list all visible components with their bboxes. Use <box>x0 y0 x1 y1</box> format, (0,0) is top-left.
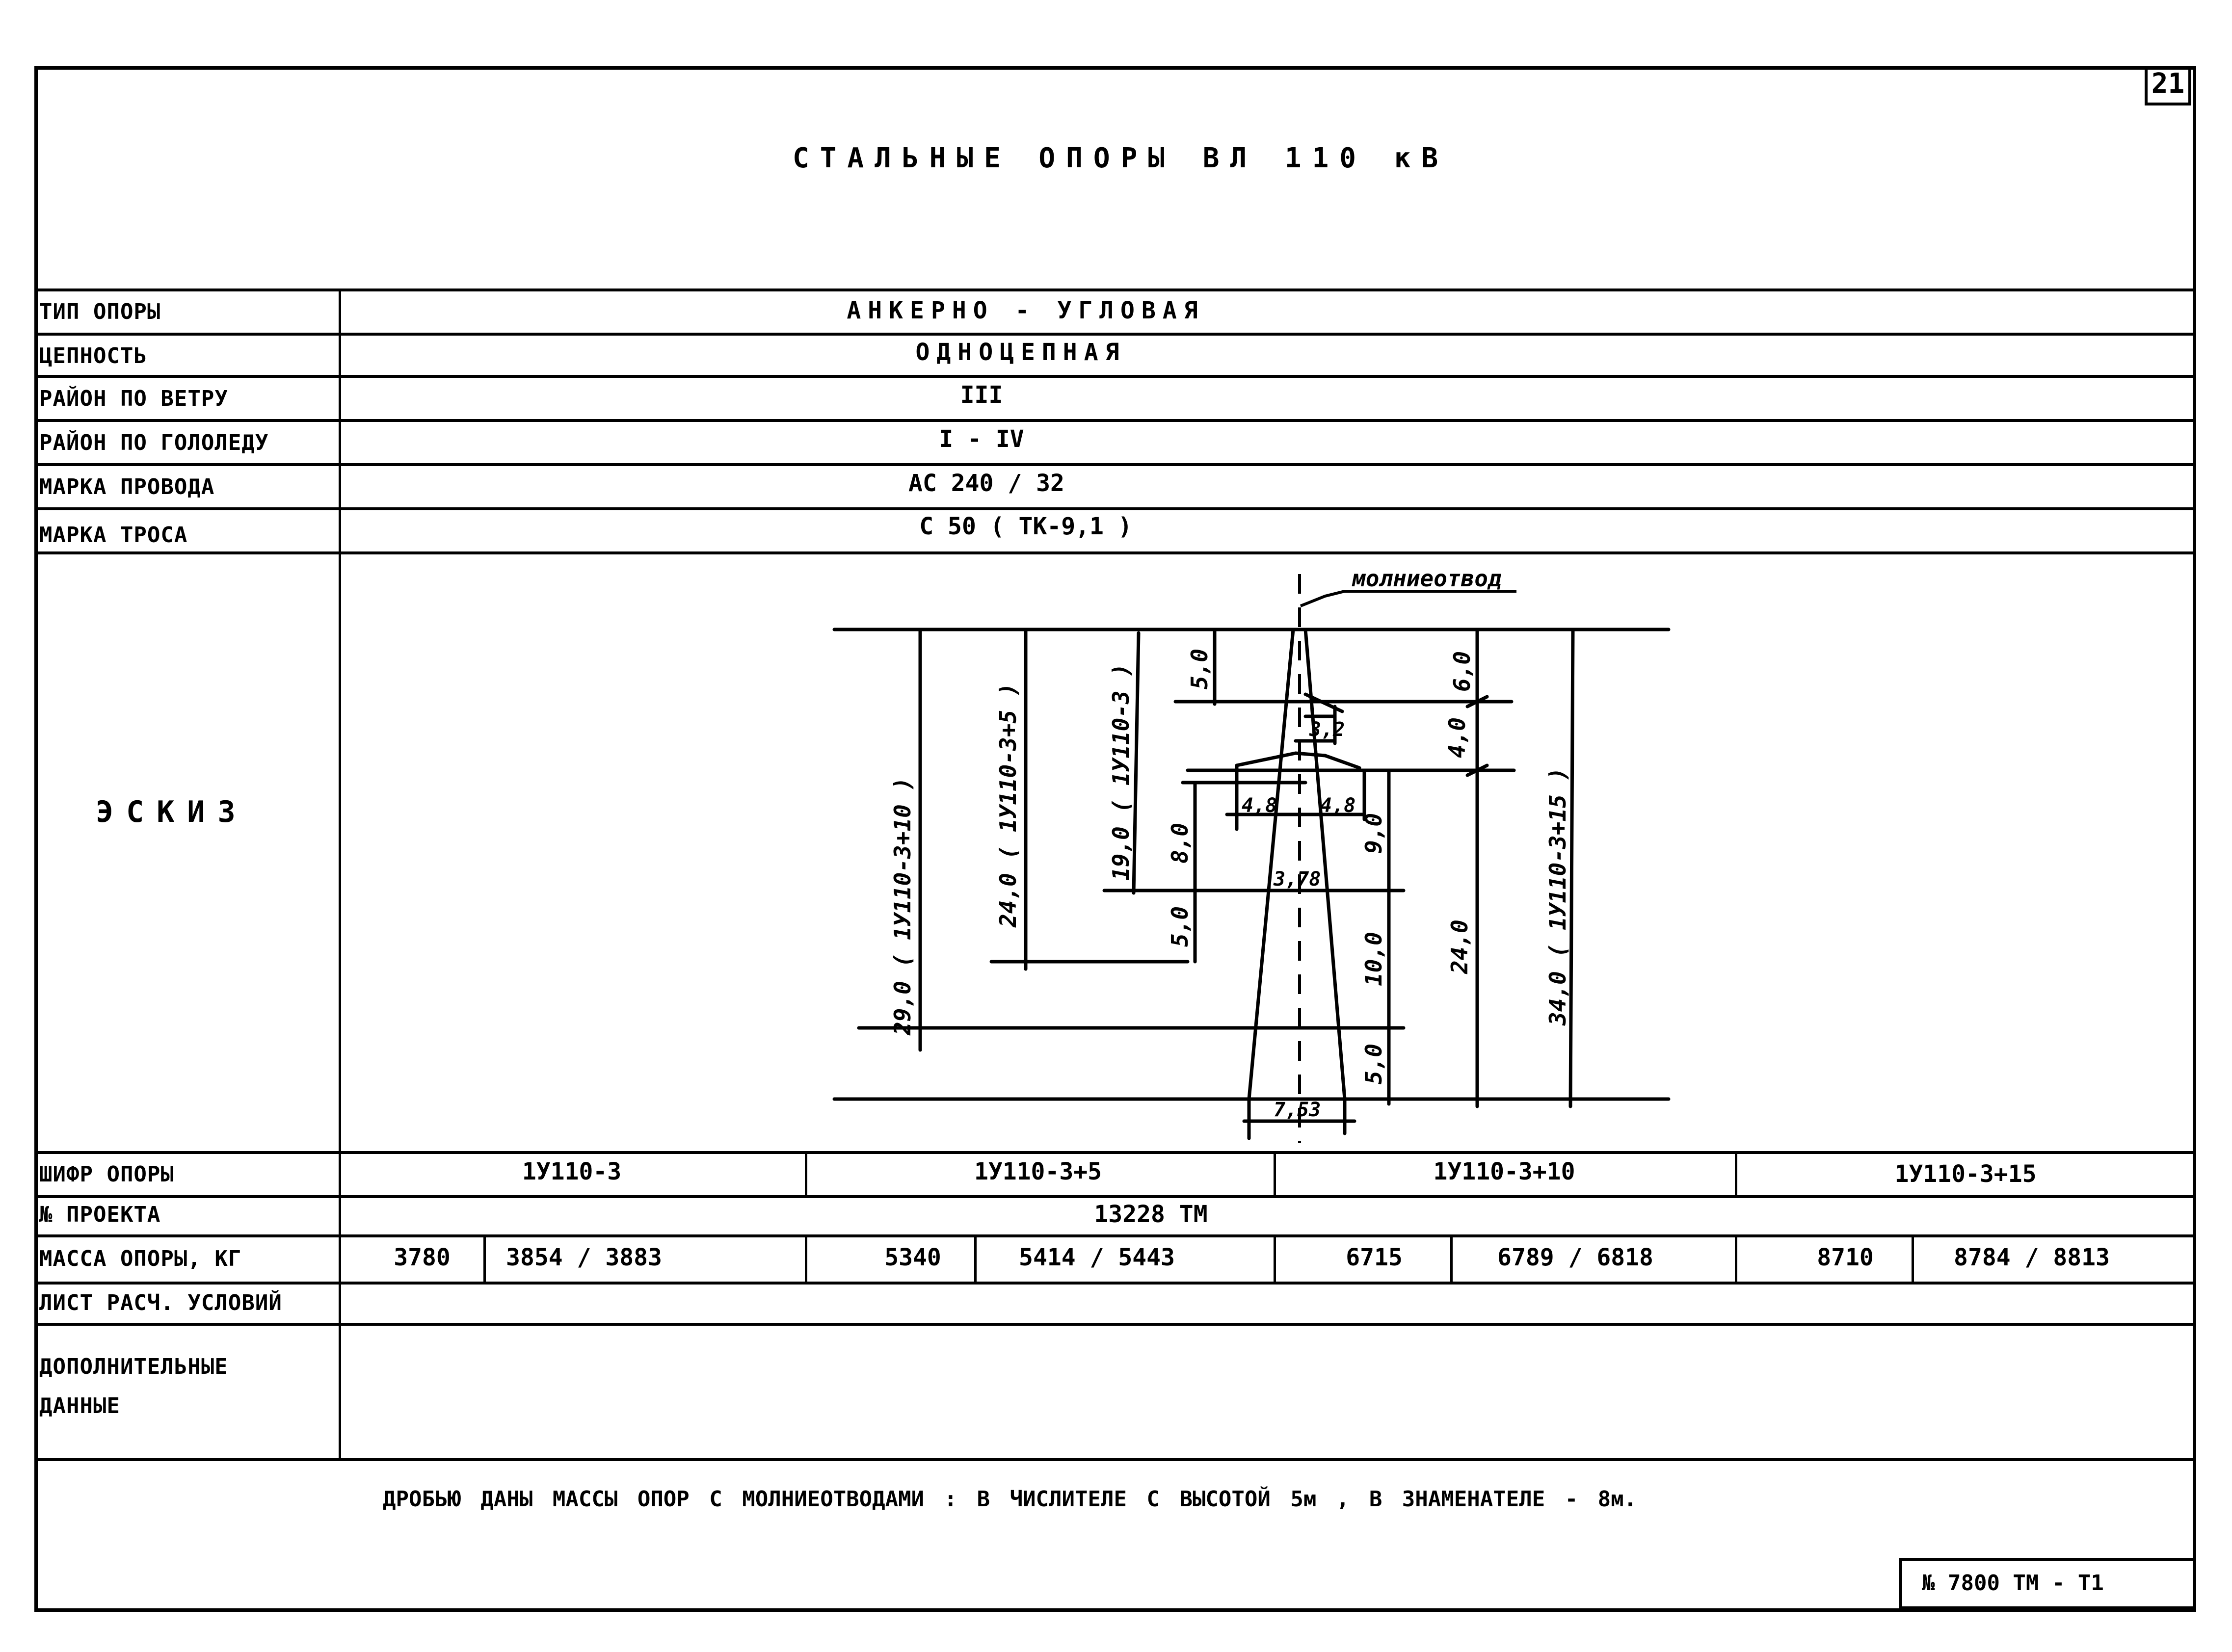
svg-text:5,0: 5,0 <box>1186 649 1213 689</box>
column-divider <box>974 1234 977 1283</box>
label-support-type: ТИП ОПОРЫ <box>39 299 161 324</box>
mass-base-1: 3780 <box>394 1244 451 1271</box>
label-mass: МАССА ОПОРЫ, КГ <box>39 1246 242 1271</box>
column-divider <box>1274 1151 1276 1196</box>
svg-text:5,0: 5,0 <box>1167 906 1193 947</box>
value-cable-grade: С 50 ( ТК-9,1 ) <box>919 513 1132 540</box>
divider <box>34 1234 2196 1237</box>
label-extra-line2: ДАННЫЕ <box>39 1393 120 1418</box>
divider <box>34 1195 2196 1198</box>
column-divider <box>1450 1234 1453 1283</box>
column-divider <box>483 1234 486 1283</box>
column-divider <box>1274 1234 1276 1283</box>
divider <box>34 463 2196 466</box>
label-circuit-count: ЦЕПНОСТЬ <box>39 343 147 368</box>
svg-text:10,0: 10,0 <box>1360 932 1387 986</box>
svg-text:19,0 ( 1У110-3 ): 19,0 ( 1У110-3 ) <box>1108 663 1134 881</box>
divider <box>34 1458 2196 1461</box>
label-column-divider <box>339 288 341 1459</box>
label-ice-region: РАЙОН ПО ГОЛОЛЕДУ <box>39 430 269 455</box>
cipher-2: 1У110-3+5 <box>974 1158 1102 1185</box>
svg-text:9,0: 9,0 <box>1360 813 1387 854</box>
value-wind-region: III <box>960 381 1003 409</box>
svg-text:4,0: 4,0 <box>1444 717 1470 758</box>
divider <box>34 507 2196 510</box>
mass-rod-1: 3854 / 3883 <box>506 1244 662 1271</box>
cipher-1: 1У110-3 <box>522 1158 622 1185</box>
cipher-4: 1У110-3+15 <box>1894 1160 2037 1188</box>
divider <box>34 419 2196 422</box>
column-divider <box>805 1151 807 1196</box>
value-support-type: АНКЕРНО - УГЛОВАЯ <box>847 297 1205 324</box>
mass-rod-2: 5414 / 5443 <box>1019 1244 1175 1271</box>
svg-text:7,53: 7,53 <box>1274 1099 1321 1121</box>
footnote: ДРОБЬЮ ДАНЫ МАССЫ ОПОР С МОЛНИЕОТВОДАМИ … <box>383 1487 1637 1512</box>
divider <box>34 333 2196 336</box>
svg-text:6,0: 6,0 <box>1449 651 1475 692</box>
divider <box>34 288 2196 291</box>
sketch-label: ЭСКИЗ <box>96 795 248 829</box>
label-extra-line1: ДОПОЛНИТЕЛЬНЫЕ <box>39 1354 228 1379</box>
mass-rod-4: 8784 / 8813 <box>1954 1244 2110 1271</box>
divider <box>34 551 2196 554</box>
sheet-frame <box>34 66 2196 1612</box>
svg-text:24,0: 24,0 <box>1446 919 1473 974</box>
label-cipher: ШИФР ОПОРЫ <box>39 1162 174 1187</box>
svg-text:8,0: 8,0 <box>1167 823 1193 864</box>
column-divider <box>1912 1234 1914 1283</box>
svg-text:3,2: 3,2 <box>1309 718 1345 741</box>
label-project-number: № ПРОЕКТА <box>39 1202 161 1227</box>
mass-base-4: 8710 <box>1817 1244 1874 1271</box>
column-divider <box>1735 1234 1737 1283</box>
svg-text:34,0 ( 1У110-3+15 ): 34,0 ( 1У110-3+15 ) <box>1544 767 1571 1026</box>
svg-text:4,8: 4,8 <box>1242 794 1277 817</box>
label-cable-grade: МАРКА ТРОСА <box>39 523 188 548</box>
svg-text:3,78: 3,78 <box>1273 868 1321 891</box>
document-stamp: № 7800 ТМ - Т1 <box>1899 1558 2196 1609</box>
divider <box>34 1151 2196 1154</box>
label-wind-region: РАЙОН ПО ВЕТРУ <box>39 386 228 411</box>
divider <box>34 375 2196 378</box>
value-ice-region: I - IV <box>939 425 1024 453</box>
value-circuit-count: ОДНОЦЕПНАЯ <box>915 339 1126 366</box>
label-wire-grade: МАРКА ПРОВОДА <box>39 474 215 499</box>
column-divider <box>1735 1151 1737 1196</box>
value-wire-grade: АС 240 / 32 <box>908 470 1064 497</box>
mass-rod-3: 6789 / 6818 <box>1497 1244 1653 1271</box>
lightning-rod-label: молниеотвод <box>1352 565 1502 592</box>
svg-text:4,8: 4,8 <box>1320 794 1355 817</box>
svg-text:29,0 ( 1У110-3+10 ): 29,0 ( 1У110-3+10 ) <box>889 777 916 1036</box>
page-title: СТАЛЬНЫЕ ОПОРЫ ВЛ 110 кВ <box>793 142 1449 174</box>
mass-base-3: 6715 <box>1346 1244 1403 1271</box>
label-calc-sheet: ЛИСТ РАСЧ. УСЛОВИЙ <box>39 1290 282 1315</box>
column-divider <box>805 1234 807 1283</box>
page-number: 21 <box>2145 66 2191 105</box>
divider <box>34 1282 2196 1285</box>
cipher-3: 1У110-3+10 <box>1433 1158 1575 1185</box>
svg-text:24,0 ( 1У110-3+5 ): 24,0 ( 1У110-3+5 ) <box>995 683 1021 928</box>
svg-text:5,0: 5,0 <box>1360 1044 1387 1084</box>
mass-base-2: 5340 <box>884 1244 941 1271</box>
divider <box>34 1323 2196 1326</box>
project-number: 13228 ТМ <box>1094 1201 1208 1228</box>
